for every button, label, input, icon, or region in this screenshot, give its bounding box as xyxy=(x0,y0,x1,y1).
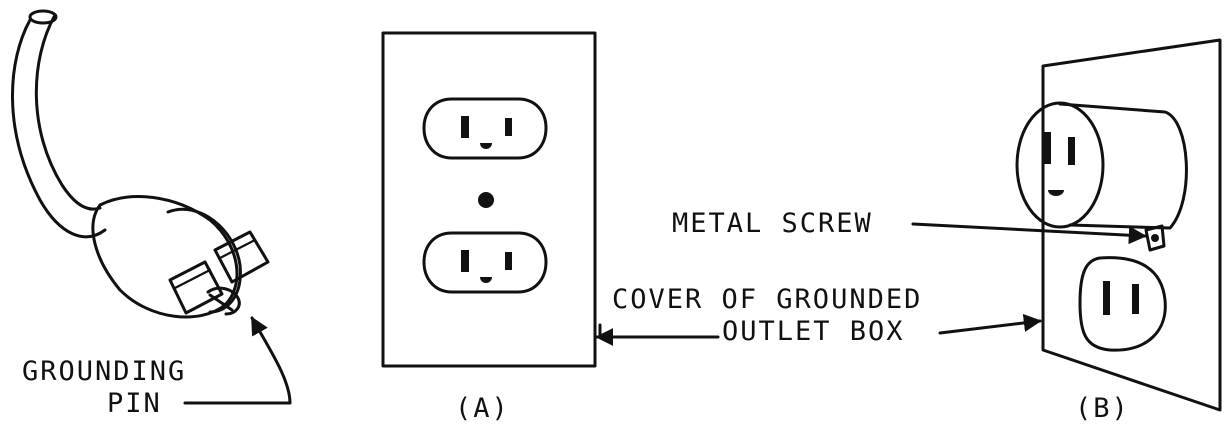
grounding-pin-body xyxy=(208,293,234,312)
cover-leader-to-b xyxy=(938,313,1042,335)
receptacle-top xyxy=(422,97,548,160)
panel-a-label: (A) xyxy=(455,393,510,424)
panel-b-outlet xyxy=(1015,38,1222,412)
metal-screw-label: METAL SCREW xyxy=(672,208,873,239)
outlet-cover-plate xyxy=(381,31,597,368)
receptacle-top-slot-left xyxy=(461,116,469,138)
receptacle-bottom-ground xyxy=(480,277,492,283)
adapter-face xyxy=(1015,101,1105,229)
grounding-pin xyxy=(206,286,241,316)
plug-prong-top xyxy=(213,230,270,284)
adapter-side xyxy=(1058,102,1188,230)
receptacle-bottom xyxy=(422,231,548,294)
adapter-slot-left xyxy=(1044,132,1051,164)
panel-b-label: (B) xyxy=(1075,393,1130,424)
plug-prong-bottom-edge xyxy=(173,268,212,290)
metal-screw xyxy=(1144,224,1166,252)
cover-plate-screw xyxy=(478,192,494,208)
panel-a-outlet xyxy=(381,31,597,368)
cover-label-line1: COVER OF GROUNDED xyxy=(612,284,922,315)
adapter-ground xyxy=(1048,190,1064,196)
metal-screw-leader xyxy=(911,222,1147,245)
receptacle-top-ground xyxy=(480,143,492,149)
grounding-pin-leader xyxy=(183,316,292,405)
cover-leader-to-a xyxy=(598,323,720,339)
grounding-pin-label-line1: GROUNDING xyxy=(22,356,186,387)
receptacle-bottom-slot-right xyxy=(505,252,512,270)
plug-cord-edge xyxy=(34,13,102,211)
metal-screw-head xyxy=(1151,234,1159,242)
cord-end xyxy=(28,9,58,25)
wall-plate xyxy=(1041,38,1222,412)
lower-receptacle-slot-right xyxy=(1132,284,1139,314)
grounding-pin-label-line2: PIN xyxy=(107,388,162,419)
cover-label-line2: OUTLET BOX xyxy=(722,316,905,347)
lower-receptacle-slot-left xyxy=(1103,281,1110,315)
plug-prong-bottom xyxy=(168,260,224,315)
adapter-slot-right xyxy=(1068,137,1075,165)
plug-cord xyxy=(11,18,107,239)
receptacle-bottom-slot-left xyxy=(461,250,469,272)
receptacle-top-slot-right xyxy=(505,118,512,136)
lower-receptacle xyxy=(1078,256,1167,352)
plug-prong-top-edge xyxy=(218,238,257,260)
plug-illustration xyxy=(11,9,270,319)
